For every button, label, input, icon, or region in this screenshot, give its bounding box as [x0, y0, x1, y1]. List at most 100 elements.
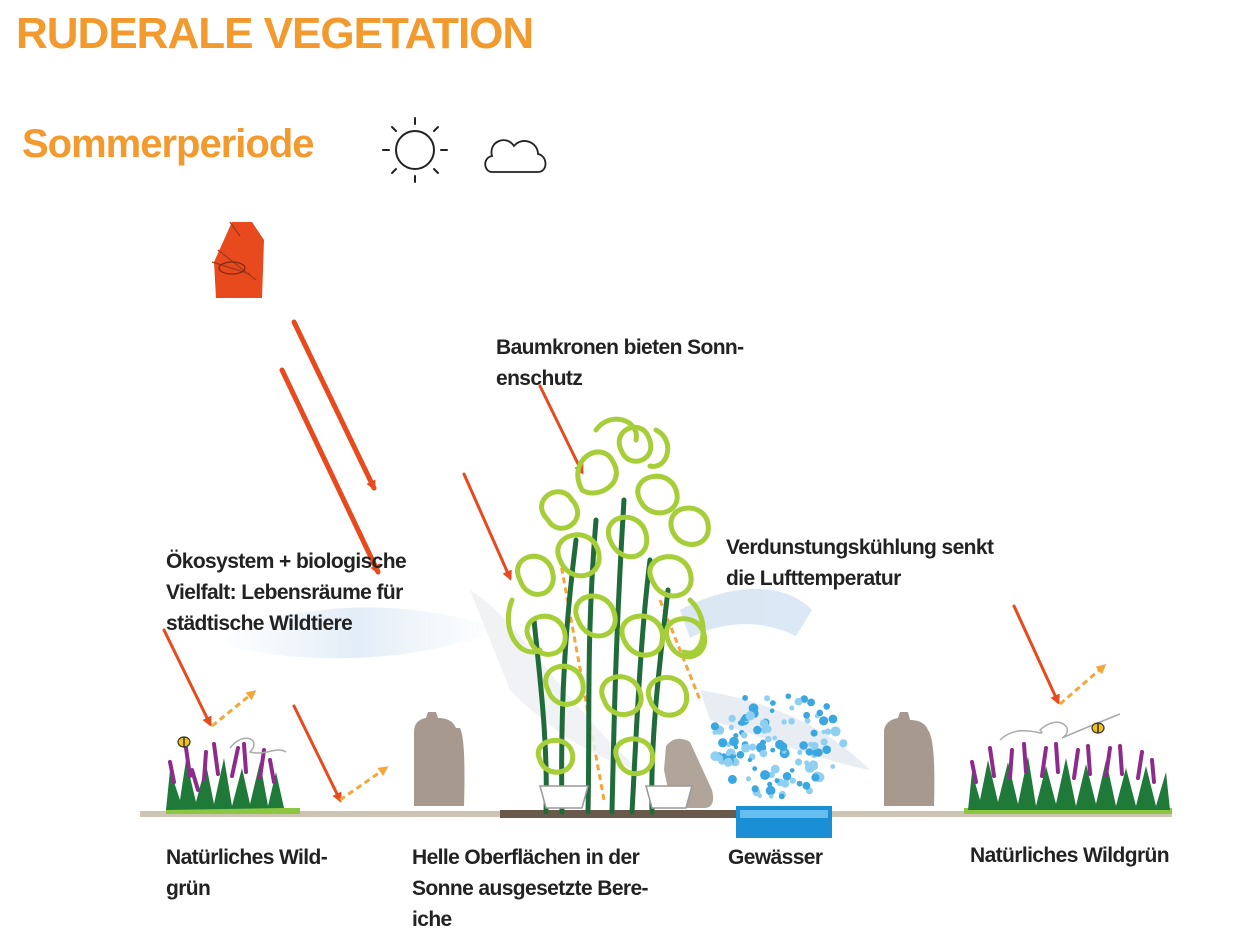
- water-droplet: [741, 743, 751, 753]
- ground-label-wild-right-line1: Natürliches Wildgrün: [970, 844, 1170, 867]
- cloud-icon: [484, 139, 547, 173]
- water-droplet: [828, 714, 838, 724]
- ground-label-wild-left: Natürliches Wild- grün: [166, 842, 328, 904]
- water-droplet: [765, 785, 776, 796]
- water-droplet: [782, 772, 792, 781]
- ground-label-wild-left-line2: grün: [166, 877, 211, 900]
- annotation-ecosystem-line2: Vielfalt: Lebensräume für: [166, 581, 403, 604]
- water-droplet: [810, 729, 818, 737]
- water-droplet: [820, 738, 828, 746]
- water-droplet: [802, 781, 811, 790]
- water-droplet: [770, 700, 776, 706]
- page-title: RUDERALE VEGETATION: [16, 9, 534, 58]
- annotation-evaporation-line1: Verdunstungskühlung senkt: [726, 536, 994, 559]
- water-droplet: [808, 741, 814, 747]
- water-droplet: [745, 711, 755, 721]
- water-droplet: [789, 705, 795, 711]
- water-droplet: [768, 771, 775, 778]
- water-droplet: [769, 794, 774, 799]
- water-droplet: [752, 766, 758, 771]
- water-droplet: [718, 738, 728, 748]
- water-droplet: [760, 770, 770, 780]
- water-droplet: [794, 758, 803, 766]
- water-droplet: [811, 773, 820, 782]
- water-droplet: [765, 735, 772, 743]
- water-droplet: [819, 716, 829, 726]
- water-droplet: [812, 749, 819, 756]
- water-droplet: [772, 735, 777, 741]
- water-droplet: [769, 708, 775, 713]
- radiation-arrows: [279, 319, 381, 575]
- water-droplet: [803, 711, 810, 719]
- sun-icon: [382, 117, 448, 183]
- water-droplet: [808, 760, 818, 770]
- water-droplet: [830, 764, 836, 769]
- water-droplet: [830, 726, 841, 737]
- stone-right: [884, 712, 935, 806]
- water-droplet: [759, 719, 769, 728]
- water-droplet: [760, 727, 766, 733]
- water-droplet: [778, 742, 788, 752]
- water-droplet: [839, 739, 848, 748]
- season-subtitle: Sommerperiode: [22, 122, 315, 166]
- water-droplet: [746, 776, 751, 782]
- annotation-canopy: Baumkronen bieten Sonn- enschutz: [496, 332, 744, 394]
- water-droplet: [800, 695, 808, 703]
- water-droplet: [789, 777, 796, 784]
- water-droplet: [778, 793, 785, 800]
- ground-label-water: Gewässer: [728, 842, 823, 873]
- annotation-ecosystem-line1: Ökosystem + biologische: [166, 550, 407, 573]
- water-droplet: [757, 793, 762, 798]
- water-droplet: [723, 757, 733, 767]
- annotation-evaporation: Verdunstungskühlung senkt die Lufttemper…: [726, 532, 994, 594]
- ground-label-wild-right: Natürliches Wildgrün: [970, 840, 1170, 871]
- water-droplet: [742, 695, 748, 701]
- stone-left: [414, 712, 465, 806]
- water-droplet: [770, 747, 776, 753]
- water-droplet: [804, 760, 810, 766]
- water-droplet: [774, 778, 780, 784]
- thermometer-icon: [211, 221, 264, 298]
- water-droplet: [822, 745, 831, 754]
- water-droplet: [805, 748, 813, 756]
- reflection-arrows: [211, 547, 1107, 802]
- water-droplet: [796, 780, 803, 787]
- water-droplet: [728, 714, 736, 723]
- water-droplet: [781, 719, 787, 725]
- water-droplet: [764, 695, 771, 702]
- water-droplet: [759, 749, 768, 758]
- water-droplet: [816, 709, 824, 717]
- water-droplet: [716, 754, 724, 762]
- water-droplet: [736, 751, 745, 759]
- water-droplet: [751, 785, 759, 793]
- water-droplet: [785, 693, 792, 699]
- ground-label-surfaces-line1: Helle Oberflächen in der: [412, 846, 640, 869]
- water-droplet: [799, 741, 808, 750]
- water-basin: [736, 806, 832, 838]
- water-droplet: [712, 730, 718, 735]
- water-droplet: [770, 764, 780, 774]
- tree-canopy: [505, 416, 711, 815]
- annotation-canopy-line2: enschutz: [496, 367, 583, 390]
- heather-right: [968, 713, 1170, 810]
- water-droplet: [781, 779, 790, 788]
- annotation-canopy-line1: Baumkronen bieten Sonn-: [496, 336, 744, 359]
- ground-label-surfaces: Helle Oberflächen in der Sonne ausgesetz…: [412, 842, 649, 935]
- water-droplet: [767, 781, 773, 787]
- heather-left: [166, 737, 287, 810]
- water-droplet: [797, 749, 803, 756]
- ground-label-water-line1: Gewässer: [728, 846, 823, 869]
- water-droplet: [823, 703, 830, 710]
- ground-label-wild-left-line1: Natürliches Wild-: [166, 846, 328, 869]
- annotation-ecosystem-line3: städtische Wildtiere: [166, 612, 353, 635]
- evaporation-droplets: [710, 693, 848, 800]
- water-droplet: [824, 728, 832, 735]
- water-droplet: [804, 717, 811, 724]
- water-droplet: [727, 774, 737, 784]
- bee-icon: [177, 736, 191, 748]
- water-droplet: [737, 720, 743, 726]
- water-droplet: [794, 697, 803, 706]
- water-droplet: [747, 757, 753, 763]
- water-droplet: [729, 754, 735, 759]
- annotation-ecosystem: Ökosystem + biologische Vielfalt: Lebens…: [166, 546, 407, 639]
